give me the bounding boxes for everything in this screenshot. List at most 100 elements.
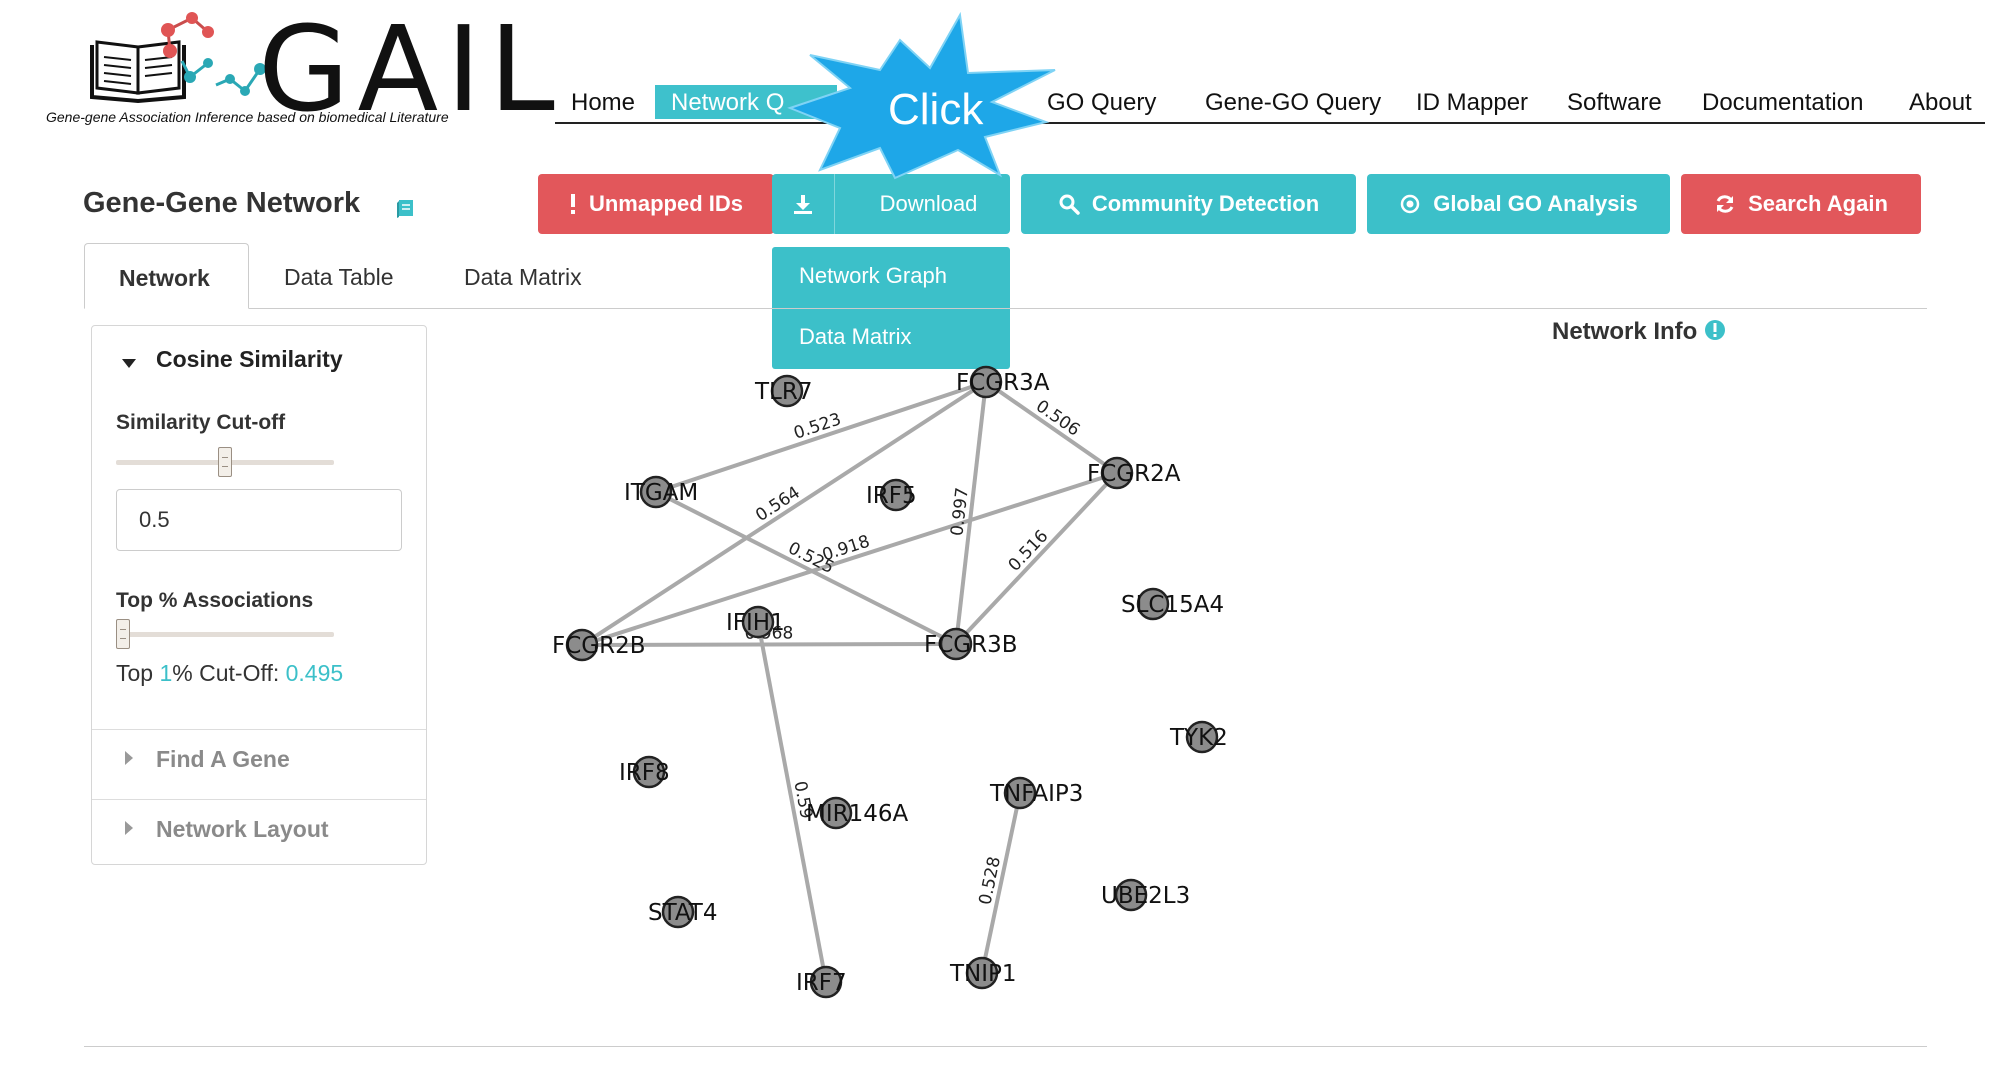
network-info[interactable]: Network Info [1552, 318, 1726, 348]
search-icon [1058, 193, 1080, 215]
info-icon[interactable] [1704, 319, 1726, 348]
edge-weight-label: 0.506 [1032, 396, 1083, 440]
nav-network-query[interactable]: Network Q [655, 85, 837, 119]
caret-right-icon[interactable] [125, 751, 133, 770]
cosine-similarity-header[interactable]: Cosine Similarity [156, 346, 343, 372]
node-circle[interactable] [879, 478, 913, 512]
edge-fcgr2a-fcgr3b[interactable] [954, 471, 1119, 646]
node-tlr7[interactable]: TLR7 [754, 374, 812, 408]
node-circle[interactable] [1003, 776, 1037, 810]
nav-home[interactable]: Home [571, 89, 636, 116]
node-circle[interactable] [565, 628, 599, 662]
node-mir146a[interactable]: MIR146A [806, 796, 909, 830]
top-mid: % Cut-Off: [172, 660, 286, 686]
community-detection-label: Community Detection [1091, 191, 1320, 216]
unmapped-ids-label: Unmapped IDs [588, 191, 744, 216]
similarity-cutoff-input[interactable] [116, 489, 402, 551]
download-label: Download [879, 191, 978, 216]
download-icon[interactable] [772, 174, 835, 234]
node-irf5[interactable]: IRF5 [866, 478, 917, 512]
nav-id-mapper[interactable]: ID Mapper [1416, 89, 1529, 116]
node-label: TNIP1 [949, 961, 1017, 987]
node-circle[interactable] [939, 627, 973, 661]
edge-weight-label: 0.997 [947, 486, 972, 537]
logo-subtitle: Gene-gene Association Inference based on… [46, 109, 449, 125]
tab-network[interactable]: Network [84, 243, 249, 309]
edge-weight-label: 0.516 [1005, 526, 1053, 575]
global-go-analysis-button[interactable]: Global GO Analysis [1367, 174, 1670, 234]
node-circle[interactable] [770, 374, 804, 408]
node-circle[interactable] [661, 895, 695, 929]
download-button[interactable]: Download [772, 174, 1010, 234]
search-again-button[interactable]: Search Again [1681, 174, 1921, 234]
exclamation-icon [569, 193, 577, 215]
node-slc15a4[interactable]: SLC15A4 [1121, 587, 1224, 621]
node-label: ITGAM [624, 480, 698, 506]
network-info-label: Network Info [1552, 318, 1698, 345]
node-circle[interactable] [969, 365, 1003, 399]
nav-go-query[interactable]: GO Query [1047, 89, 1157, 116]
node-tnfaip3[interactable]: TNFAIP3 [989, 776, 1083, 810]
node-label: MIR146A [806, 801, 909, 827]
top-associations-label: Top % Associations [116, 589, 314, 612]
caret-down-icon[interactable] [122, 356, 136, 374]
top-associations-slider-handle[interactable] [116, 619, 130, 649]
caret-right-icon[interactable] [125, 821, 133, 840]
node-circle[interactable] [741, 605, 775, 639]
node-fcgr3a[interactable]: FCGR3A [956, 365, 1050, 399]
node-stat4[interactable]: STAT4 [648, 895, 718, 929]
node-tnip1[interactable]: TNIP1 [949, 956, 1017, 990]
tab-data-table[interactable]: Data Table [284, 264, 394, 290]
edge-itgam-fcgr3a[interactable] [655, 380, 987, 494]
node-circle[interactable] [819, 796, 853, 830]
edge-weight-label: 0.528 [975, 855, 1005, 907]
search-again-label: Search Again [1748, 191, 1888, 216]
node-fcgr2b[interactable]: FCGR2B [552, 628, 646, 662]
similarity-slider-handle[interactable] [218, 447, 232, 477]
find-a-gene-header[interactable]: Find A Gene [156, 746, 290, 772]
unmapped-ids-button[interactable]: Unmapped IDs [538, 174, 774, 234]
nav-about[interactable]: About [1909, 89, 1972, 116]
node-label: IFIH1 [726, 610, 785, 636]
node-irf7[interactable]: IRF7 [796, 965, 847, 999]
logo-graphic [90, 12, 266, 104]
tabs-divider [84, 308, 1927, 309]
network-layout-header[interactable]: Network Layout [156, 816, 329, 842]
node-circle[interactable] [809, 965, 843, 999]
nav-gene-go-query[interactable]: Gene-GO Query [1205, 89, 1382, 116]
node-circle[interactable] [1100, 456, 1134, 490]
edge-fcgr2b-fcgr3a[interactable] [580, 380, 988, 647]
menu-item-data-matrix[interactable]: Data Matrix [799, 324, 912, 349]
book-icon[interactable] [395, 197, 417, 224]
node-circle[interactable] [1136, 587, 1170, 621]
node-itgam[interactable]: ITGAM [624, 475, 698, 509]
nav-documentation[interactable]: Documentation [1702, 89, 1864, 116]
similarity-cutoff-label: Similarity Cut-off [116, 411, 286, 434]
node-circle[interactable] [1114, 878, 1148, 912]
nav-network-query-tail[interactable]: y [976, 89, 988, 116]
top-cutoff-text: Top 1% Cut-Off: 0.495 [116, 660, 343, 687]
node-circle[interactable] [639, 475, 673, 509]
node-fcgr2a[interactable]: FCGR2A [1087, 456, 1181, 490]
node-circle[interactable] [965, 956, 999, 990]
node-fcgr3b[interactable]: FCGR3B [924, 627, 1018, 661]
node-circle[interactable] [1185, 720, 1219, 754]
node-circle[interactable] [632, 755, 666, 789]
refresh-icon [1714, 193, 1736, 215]
menu-item-network-graph[interactable]: Network Graph [799, 263, 947, 288]
node-irf8[interactable]: IRF8 [619, 755, 670, 789]
node-ube2l3[interactable]: UBE2L3 [1101, 878, 1190, 912]
node-ifih1[interactable]: IFIH1 [726, 605, 785, 639]
node-label: TLR7 [754, 379, 812, 405]
sidebar-divider [92, 729, 426, 730]
gail-logo[interactable] [40, 5, 540, 130]
logo-title: GAIL [258, 0, 563, 138]
node-tyk2[interactable]: TYK2 [1169, 720, 1228, 754]
edge-fcgr3a-fcgr3b[interactable] [954, 381, 988, 645]
top-associations-slider-track[interactable] [116, 632, 334, 637]
edge-itgam-fcgr3b[interactable] [655, 490, 957, 646]
tab-data-matrix[interactable]: Data Matrix [464, 264, 582, 290]
community-detection-button[interactable]: Community Detection [1021, 174, 1356, 234]
nav-software[interactable]: Software [1567, 89, 1662, 116]
edge-tnfaip3-tnip1[interactable] [980, 792, 1022, 974]
